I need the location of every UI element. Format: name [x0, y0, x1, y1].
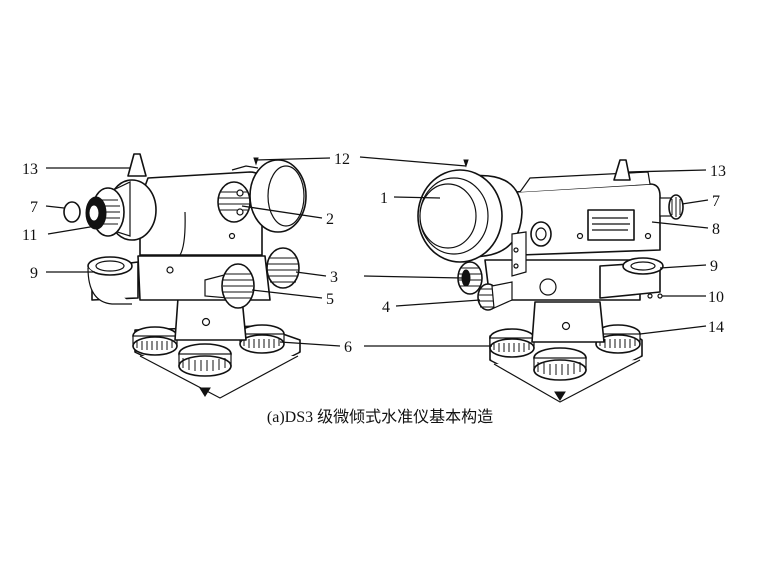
left-sight	[127, 153, 147, 177]
right-focus-knob	[530, 221, 552, 247]
right-eyepiece	[659, 194, 684, 220]
right-bracket	[511, 231, 527, 277]
label-14: 14	[708, 319, 724, 336]
left-eyepiece-cap	[63, 201, 81, 223]
left-focus-knob	[217, 181, 251, 223]
label-2: 2	[326, 211, 334, 228]
label-9-right: 9	[710, 258, 718, 275]
label-6: 6	[344, 339, 352, 356]
right-foot-screw-left	[489, 328, 535, 358]
right-foot-screw-right	[595, 324, 641, 354]
label-7-left: 7	[30, 199, 38, 216]
right-circular-level	[539, 257, 664, 299]
left-circular-level	[87, 256, 139, 305]
figure-caption: (a)DS3 级微倾式水准仪基本构造	[267, 408, 493, 426]
right-micrometer-knob	[457, 261, 483, 295]
label-10: 10	[708, 289, 724, 306]
right-labels: 1 4 13 7 8 9 10 14	[380, 163, 726, 336]
label-7-right: 7	[712, 193, 720, 210]
right-tangent-knob	[477, 281, 513, 311]
label-1: 1	[380, 190, 388, 207]
left-micrometer-knob	[266, 247, 300, 289]
left-foot-screw-left	[132, 326, 178, 356]
label-3: 3	[330, 269, 338, 286]
label-5: 5	[326, 291, 334, 308]
right-instrument-view	[417, 159, 684, 403]
label-11: 11	[22, 227, 37, 244]
label-12: 12	[334, 151, 350, 168]
label-9-left: 9	[30, 265, 38, 282]
right-sight	[613, 159, 631, 181]
left-eyepiece	[85, 179, 157, 241]
left-instrument-view	[63, 153, 307, 399]
label-13-right: 13	[710, 163, 726, 180]
right-foot-screw-front	[533, 347, 587, 401]
label-13-left: 13	[22, 161, 38, 178]
left-tangent-knob	[204, 263, 255, 309]
label-8: 8	[712, 221, 720, 238]
left-labels: 13 7 11 9 12 2 3 5 6	[22, 151, 352, 356]
right-objective-tube	[417, 159, 523, 263]
leader-lines	[45, 156, 709, 347]
right-tribrach	[531, 301, 605, 343]
label-4: 4	[382, 299, 390, 316]
right-tube-level-window	[576, 209, 652, 241]
left-foot-screw-front	[178, 343, 232, 397]
